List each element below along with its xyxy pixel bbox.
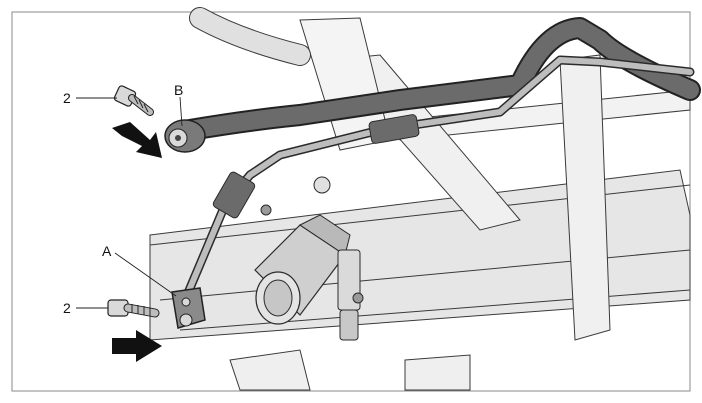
callout-bolt-lower: 2	[63, 300, 71, 316]
fitting-a	[171, 287, 206, 329]
valve-stack	[260, 176, 364, 341]
upper-thick-hose	[189, 7, 311, 66]
fitting-b	[164, 119, 206, 153]
bolt-lower	[107, 299, 160, 318]
arrow-upper	[112, 122, 162, 158]
pipe-sleeve-upper	[368, 114, 420, 144]
compressor-component	[254, 214, 351, 325]
bolt-upper	[113, 85, 154, 116]
callout-bolt-upper: 2	[63, 90, 71, 106]
callout-a: A	[102, 243, 112, 259]
leader-lines	[76, 96, 183, 309]
pipe-sleeve-lower	[212, 171, 256, 219]
callout-b: B	[174, 82, 183, 98]
arrow-lower	[112, 330, 162, 362]
